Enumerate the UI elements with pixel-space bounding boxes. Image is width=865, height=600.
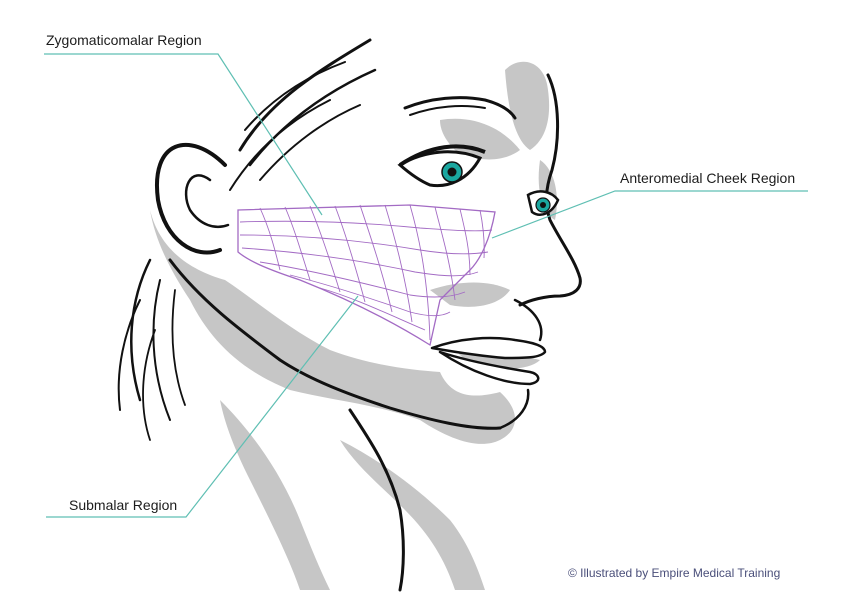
leader-lines	[44, 53, 808, 518]
anteromedial-leader	[491, 190, 808, 239]
illustration-credit: © Illustrated by Empire Medical Training	[568, 566, 781, 580]
ear	[154, 142, 230, 255]
eyes	[397, 144, 560, 216]
zygomaticomalar-label: Zygomaticomalar Region	[46, 32, 202, 48]
submalar-label: Submalar Region	[69, 497, 178, 513]
submalar-leader	[46, 295, 359, 518]
face-shading	[150, 61, 557, 590]
lips	[430, 336, 547, 386]
eyebrows	[403, 96, 517, 120]
face-contour	[168, 73, 582, 592]
zygomaticomalar-leader	[44, 53, 323, 216]
anteromedial-cheek-label: Anteromedial Cheek Region	[620, 170, 796, 186]
region-mesh	[237, 204, 496, 347]
hair-strokes	[117, 38, 377, 441]
